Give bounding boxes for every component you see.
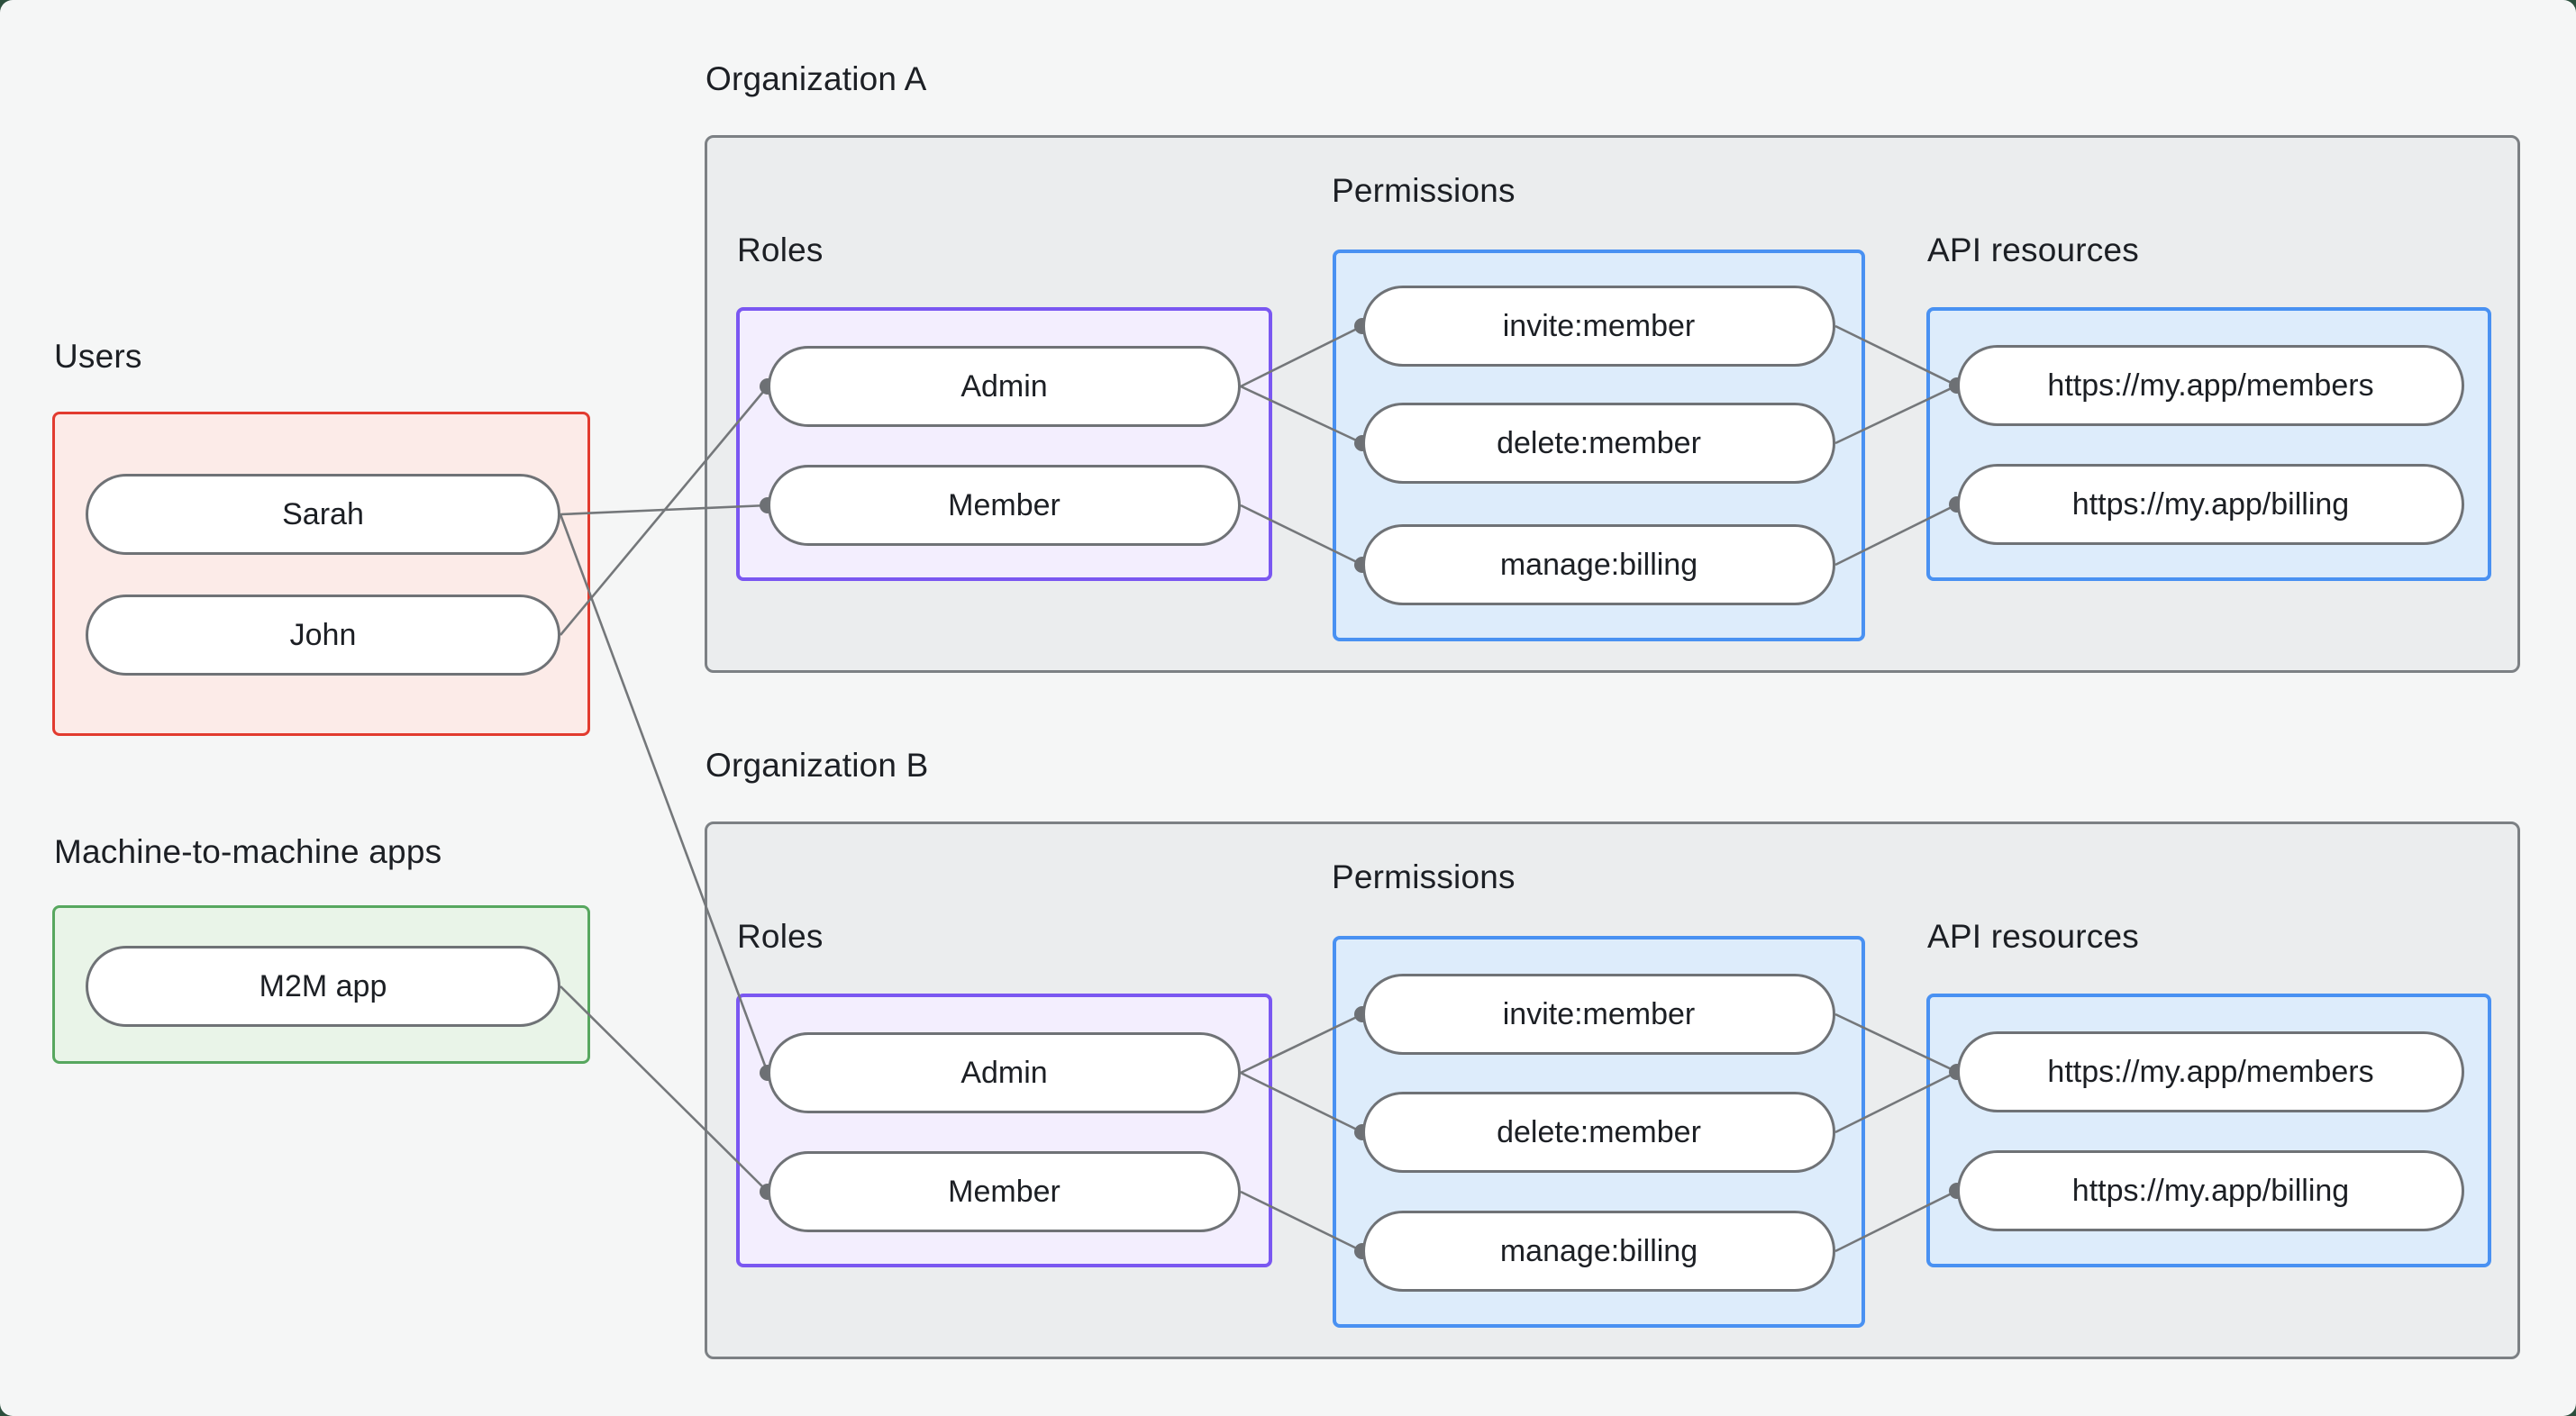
node-org-a-role-admin: Admin bbox=[768, 346, 1241, 427]
node-org-b-role-member: Member bbox=[768, 1151, 1241, 1232]
node-user-sarah: Sarah bbox=[86, 474, 560, 555]
node-org-b-perm-invite: invite:member bbox=[1362, 974, 1835, 1055]
api-resources-label-org-b: API resources bbox=[1927, 918, 2139, 955]
api-resources-label-org-a: API resources bbox=[1927, 231, 2139, 268]
node-org-a-perm-manage: manage:billing bbox=[1362, 524, 1835, 605]
permissions-label-org-b: Permissions bbox=[1332, 858, 1516, 895]
roles-label-org-b: Roles bbox=[737, 918, 824, 955]
users-group-label: Users bbox=[54, 338, 142, 375]
node-user-john: John bbox=[86, 595, 560, 676]
node-org-b-perm-delete: delete:member bbox=[1362, 1092, 1835, 1173]
organization-b-title: Organization B bbox=[705, 747, 929, 784]
permissions-label-org-a: Permissions bbox=[1332, 172, 1516, 209]
users-group-box bbox=[52, 412, 590, 736]
node-org-a-role-member: Member bbox=[768, 465, 1241, 546]
node-m2m-app: M2M app bbox=[86, 946, 560, 1027]
node-org-b-perm-manage: manage:billing bbox=[1362, 1211, 1835, 1292]
node-org-a-perm-delete: delete:member bbox=[1362, 403, 1835, 484]
organization-a-title: Organization A bbox=[705, 60, 927, 97]
node-org-b-role-admin: Admin bbox=[768, 1032, 1241, 1113]
node-org-a-api-billing: https://my.app/billing bbox=[1957, 464, 2464, 545]
m2m-group-label: Machine-to-machine apps bbox=[54, 833, 442, 870]
roles-label-org-a: Roles bbox=[737, 231, 824, 268]
node-org-a-perm-invite: invite:member bbox=[1362, 286, 1835, 367]
node-org-b-api-members: https://my.app/members bbox=[1957, 1031, 2464, 1112]
node-org-b-api-billing: https://my.app/billing bbox=[1957, 1150, 2464, 1231]
node-org-a-api-members: https://my.app/members bbox=[1957, 345, 2464, 426]
